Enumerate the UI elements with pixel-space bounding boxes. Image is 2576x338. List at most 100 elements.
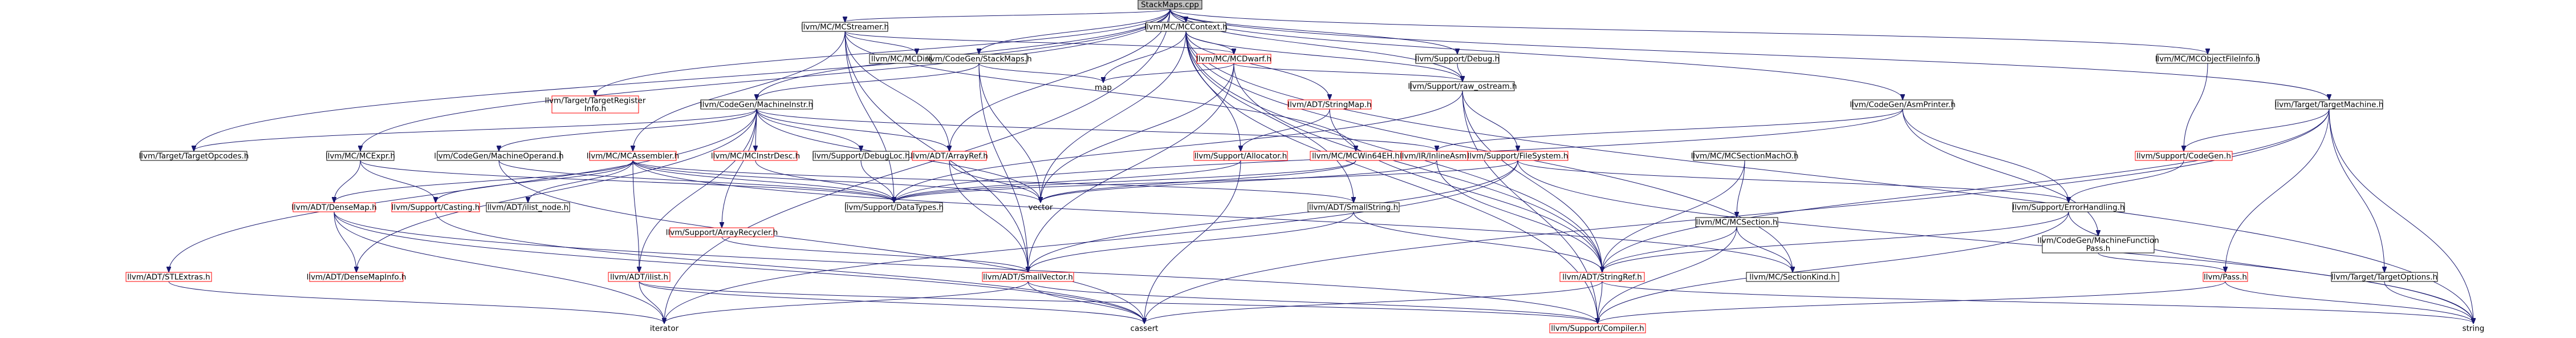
node-mcsectionmacho[interactable]: llvm/MC/MCSectionMachO.h bbox=[1691, 151, 1799, 161]
edge-cgasmprinter-to-inlineasm bbox=[1437, 108, 1903, 151]
node-mcexpr[interactable]: llvm/MC/MCExpr.h bbox=[326, 151, 395, 161]
edge-allocator-to-datatypes bbox=[894, 160, 1241, 202]
edge-cgmachineinstr-to-cgmachineoperand bbox=[499, 108, 757, 151]
node-targetmachine[interactable]: llvm/Target/TargetMachine.h bbox=[2275, 99, 2384, 110]
edge-rawostream-to-compiler bbox=[1462, 90, 1598, 323]
node-cgasmprinter[interactable]: llvm/CodeGen/AsmPrinter.h bbox=[1850, 99, 1956, 110]
node-rawostream[interactable]: llvm/Support/raw_ostream.h bbox=[1408, 81, 1517, 91]
node-inlineasm[interactable]: llvm/IR/InlineAsm.h bbox=[1400, 151, 1474, 161]
node-arrayref[interactable]: llvm/ADT/ArrayRef.h bbox=[911, 151, 988, 161]
edge-errorhandling-to-compiler bbox=[1598, 211, 2069, 323]
edge-cgstackmaps-to-map bbox=[978, 63, 1103, 82]
node-smallvector[interactable]: llvm/ADT/SmallVector.h bbox=[982, 272, 1074, 282]
node-mcobjfileinfo[interactable]: llvm/MC/MCObjectFileInfo.h bbox=[2155, 54, 2261, 64]
node-mcsection[interactable]: llvm/MC/MCSection.h bbox=[1695, 217, 1778, 227]
edge-path bbox=[755, 160, 894, 202]
node-box bbox=[1145, 22, 1226, 32]
edge-arrayref-to-smallvector bbox=[949, 160, 1028, 272]
edge-path bbox=[334, 160, 361, 202]
node-densemap[interactable]: llvm/ADT/DenseMap.h bbox=[291, 202, 377, 212]
edge-mccontext-to-map bbox=[1103, 31, 1187, 82]
node-root[interactable]: StackMaps.cpp bbox=[1137, 0, 1202, 10]
node-targetopcodes[interactable]: llvm/Target/TargetOpcodes.h bbox=[139, 151, 249, 161]
node-supportdebug[interactable]: llvm/Support/Debug.h bbox=[1415, 54, 1500, 64]
node-stlextras[interactable]: llvm/ADT/STLExtras.h bbox=[125, 272, 212, 282]
edge-densemap-to-cassert bbox=[334, 211, 1144, 323]
edge-adtstringmap-to-stringref bbox=[1329, 108, 1602, 272]
node-errorhandling[interactable]: llvm/Support/ErrorHandling.h bbox=[2012, 202, 2125, 212]
node-label: llvm/ADT/ilist_node.h bbox=[487, 203, 568, 212]
node-mcwin64eh[interactable]: llvm/MC/MCWin64EH.h bbox=[1310, 151, 1402, 161]
edge-path bbox=[1329, 108, 1602, 272]
node-box bbox=[1746, 272, 1839, 282]
node-label: llvm/Support/DataTypes.h bbox=[844, 203, 944, 212]
edge-targetmachine-to-pass bbox=[2225, 108, 2330, 272]
node-label: llvm/MC/MCExpr.h bbox=[326, 152, 395, 161]
node-smallstring[interactable]: llvm/ADT/SmallString.h bbox=[1307, 202, 1400, 212]
edge-mcdwarf-to-map bbox=[1103, 63, 1234, 82]
node-cgstackmaps[interactable]: llvm/CodeGen/StackMaps.h bbox=[926, 54, 1032, 64]
node-label: llvm/Support/Allocator.h bbox=[1194, 152, 1287, 161]
node-box bbox=[2135, 151, 2233, 161]
edge-path bbox=[435, 211, 1144, 323]
edge-densemap-to-densemapinfo bbox=[334, 211, 356, 272]
node-compiler[interactable]: llvm/Support/Compiler.h bbox=[1549, 323, 1646, 333]
edge-path bbox=[356, 108, 757, 272]
node-label: llvm/ADT/DenseMapInfo.h bbox=[307, 273, 407, 282]
edge-smallvector-to-compiler bbox=[1027, 281, 1598, 323]
edge-mcsectionmacho-to-mcsection bbox=[1737, 160, 1745, 217]
edge-mcstreamer-to-arrayref bbox=[844, 31, 949, 151]
edge-root-to-mcstreamer bbox=[845, 9, 1171, 22]
node-casting[interactable]: llvm/Support/Casting.h bbox=[391, 202, 480, 212]
node-mcstreamer[interactable]: llvm/MC/MCStreamer.h bbox=[801, 22, 889, 32]
edge-path bbox=[632, 160, 894, 202]
node-label: llvm/Pass.h bbox=[2204, 273, 2247, 282]
node-arrayrecycler[interactable]: llvm/Support/ArrayRecycler.h bbox=[666, 227, 778, 238]
node-mcdwarf[interactable]: llvm/MC/MCDwarf.h bbox=[1196, 54, 1271, 64]
edge-path bbox=[845, 9, 1171, 22]
edge-path bbox=[2329, 108, 2384, 272]
node-stringref[interactable]: llvm/ADT/StringRef.h bbox=[1559, 272, 1645, 282]
node-label: llvm/MC/MCSection.h bbox=[1696, 218, 1778, 227]
node-cgmachineoperand[interactable]: llvm/CodeGen/MachineOperand.h bbox=[434, 151, 564, 161]
node-pass[interactable]: llvm/Pass.h bbox=[2203, 272, 2248, 282]
node-label: llvm/CodeGen/StackMaps.h bbox=[926, 55, 1031, 64]
node-ilistnode[interactable]: llvm/ADT/ilist_node.h bbox=[486, 202, 570, 212]
node-label: llvm/ADT/StringMap.h bbox=[1287, 100, 1371, 110]
node-densemapinfo[interactable]: llvm/ADT/DenseMapInfo.h bbox=[307, 272, 407, 282]
edge-path bbox=[1185, 31, 2473, 323]
node-filesystem[interactable]: llvm/Support/FileSystem.h bbox=[1467, 151, 1569, 161]
edge-path bbox=[1598, 226, 1737, 323]
node-vector: vector bbox=[1029, 203, 1053, 212]
node-cgmachineinstr[interactable]: llvm/CodeGen/MachineInstr.h bbox=[700, 99, 813, 110]
node-mcsectionkind[interactable]: llvm/MC/SectionKind.h bbox=[1746, 272, 1839, 282]
edge-path bbox=[528, 160, 633, 202]
edge-densemap-to-iterator bbox=[334, 211, 664, 323]
node-mcassembler[interactable]: llvm/MC/MCAssembler.h bbox=[587, 151, 679, 161]
node-datatypes[interactable]: llvm/Support/DataTypes.h bbox=[844, 202, 944, 212]
edge-path bbox=[633, 31, 846, 151]
edge-path bbox=[639, 281, 1144, 323]
edge-path bbox=[194, 108, 757, 151]
node-supportcodegen[interactable]: llvm/Support/CodeGen.h bbox=[2135, 151, 2233, 161]
edge-path bbox=[2184, 108, 2330, 151]
node-label: vector bbox=[1029, 203, 1053, 212]
node-allocator[interactable]: llvm/Support/Allocator.h bbox=[1193, 151, 1288, 161]
node-label: llvm/Support/raw_ostream.h bbox=[1408, 82, 1517, 91]
node-label: llvm/MC/MCAssembler.h bbox=[587, 152, 679, 161]
node-box bbox=[669, 227, 774, 238]
node-label: llvm/Support/CodeGen.h bbox=[2136, 152, 2231, 161]
node-mcinstrdesc[interactable]: llvm/MC/MCInstrDesc.h bbox=[711, 151, 800, 161]
edge-path bbox=[1041, 63, 1234, 202]
node-debugloc[interactable]: llvm/Support/DebugLoc.h bbox=[812, 151, 910, 161]
node-targetoptions[interactable]: llvm/Target/TargetOptions.h bbox=[2331, 272, 2438, 282]
node-adtstringmap[interactable]: llvm/ADT/StringMap.h bbox=[1287, 99, 1372, 110]
node-ilist[interactable]: llvm/ADT/ilist.h bbox=[608, 272, 671, 282]
edge-path bbox=[2225, 108, 2330, 272]
edge-mcdwarf-to-vector bbox=[1041, 63, 1234, 202]
node-cassert: cassert bbox=[1131, 324, 1159, 333]
node-mccontext[interactable]: llvm/MC/MCContext.h bbox=[1144, 22, 1228, 32]
node-box bbox=[437, 151, 561, 161]
